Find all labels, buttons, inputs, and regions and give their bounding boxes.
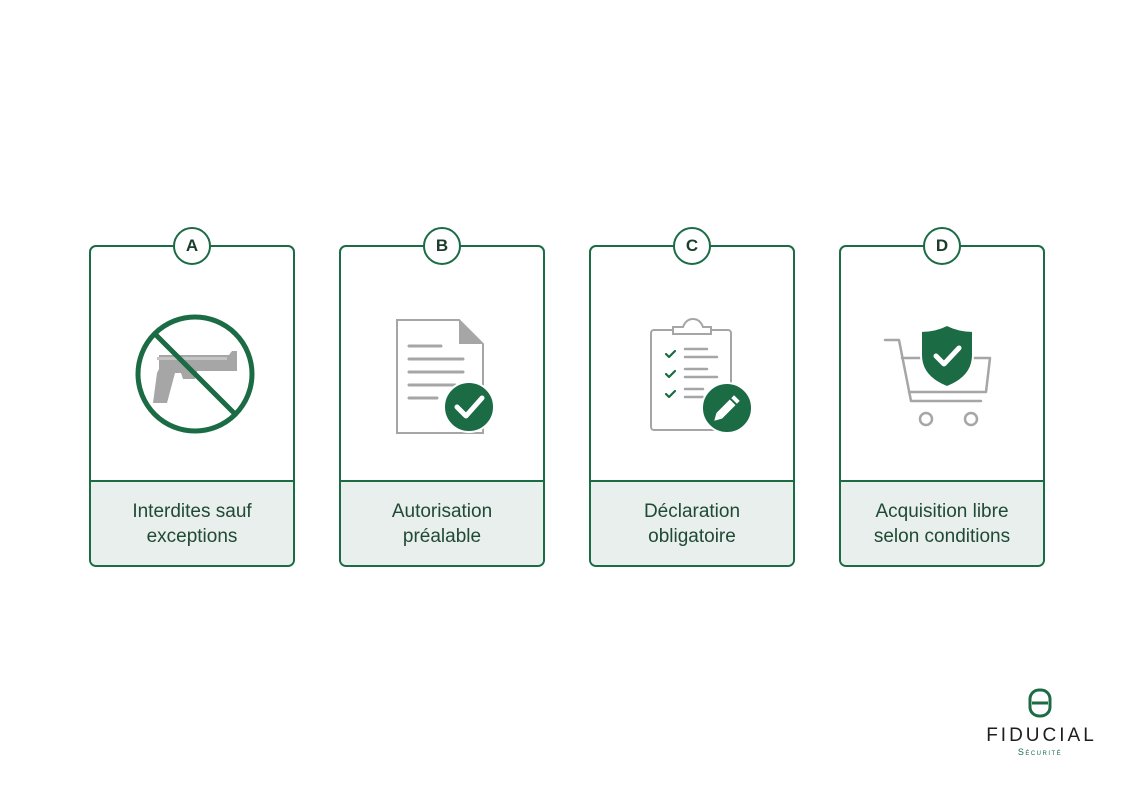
logo-wordmark: FIDUCIAL — [986, 725, 1097, 746]
approved-document-icon — [396, 319, 495, 434]
card-b-letter-badge: B — [423, 227, 461, 265]
card-a: A Interdites sauf exceptions — [89, 227, 295, 567]
card-a-letter-badge: A — [173, 227, 211, 265]
card-d-caption: Acquisition libre selon conditions — [841, 480, 1043, 565]
card-d-icon-area — [841, 247, 1043, 482]
card-a-caption: Interdites sauf exceptions — [91, 480, 293, 565]
card-c-caption: Déclaration obligatoire — [591, 480, 793, 565]
card-b-caption: Autorisation préalable — [341, 480, 543, 565]
card-d-letter-badge: D — [923, 227, 961, 265]
fiducial-logo: FIDUCIAL Sécurité — [975, 688, 1105, 757]
card-c-icon-area — [591, 247, 793, 482]
no-gun-icon — [135, 314, 255, 434]
card-b: B Autorisation préalable — [339, 227, 545, 567]
cart-shield-icon — [883, 323, 992, 427]
card-c-letter-badge: C — [673, 227, 711, 265]
fiducial-emblem-icon — [1028, 688, 1052, 718]
logo-subtitle: Sécurité — [1017, 747, 1063, 757]
card-b-icon-area — [341, 247, 543, 482]
card-d: D Acquisition libre selon conditions — [839, 227, 1045, 567]
clipboard-pencil-icon — [650, 317, 753, 434]
card-c: C Déclarati — [589, 227, 795, 567]
card-a-icon-area — [91, 247, 293, 482]
